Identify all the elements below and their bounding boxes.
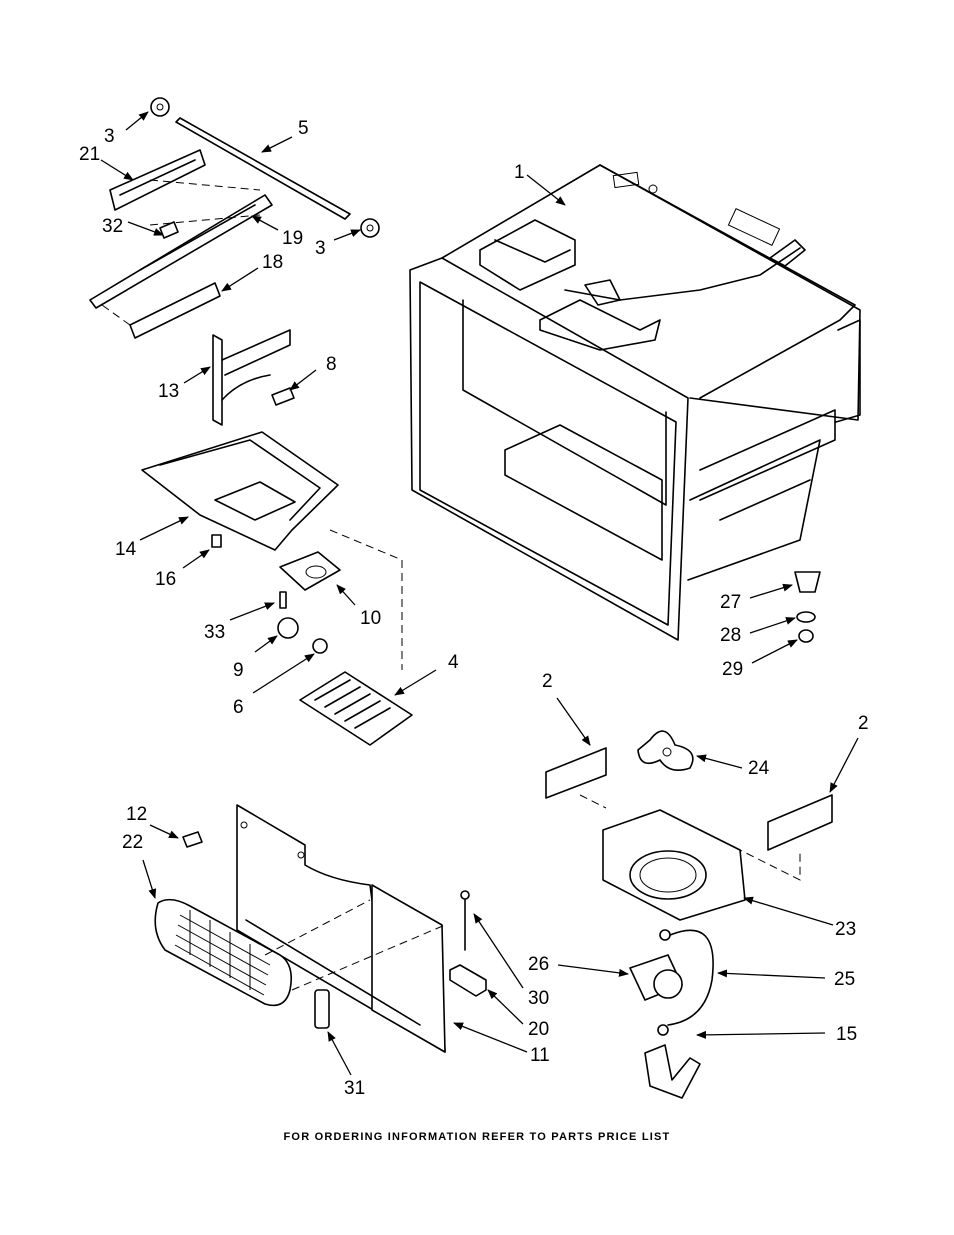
part-socket-6 — [313, 639, 327, 653]
part-rail-21 — [110, 150, 205, 210]
callout-22: 22 — [122, 832, 143, 853]
callout-3-right: 3 — [315, 238, 326, 259]
callout-18: 18 — [262, 252, 283, 273]
part-panel-11 — [237, 805, 445, 1052]
part-tray-14 — [142, 432, 338, 550]
callout-32: 32 — [102, 216, 123, 237]
part-screw-12 — [183, 832, 202, 847]
part-clip-16 — [212, 535, 221, 547]
part-freezer-liner — [410, 165, 860, 640]
callout-26: 26 — [528, 954, 549, 975]
callout-24: 24 — [748, 758, 770, 779]
callout-20: 20 — [528, 1019, 549, 1040]
callout-27: 27 — [720, 592, 741, 613]
callout-15: 15 — [836, 1024, 857, 1045]
part-screw-8 — [272, 388, 294, 405]
callout-33: 33 — [204, 622, 225, 643]
part-cup-27 — [795, 572, 820, 592]
part-bulb-9 — [278, 618, 298, 638]
callout-8: 8 — [326, 354, 337, 375]
part-sensor-30 — [461, 891, 469, 950]
part-pad-2-left — [546, 748, 606, 798]
callout-3-top: 3 — [104, 126, 115, 147]
callout-1: 1 — [514, 162, 525, 183]
callout-12: 12 — [126, 804, 147, 825]
callout-9: 9 — [233, 660, 244, 681]
part-bar-20 — [450, 965, 486, 996]
callout-31: 31 — [344, 1078, 365, 1099]
callout-14: 14 — [115, 539, 137, 560]
callout-10: 10 — [360, 608, 381, 629]
part-clip-31 — [315, 990, 329, 1028]
callout-23: 23 — [835, 919, 856, 940]
part-bracket-15 — [645, 1025, 700, 1098]
part-pad-2-right — [768, 795, 832, 850]
callout-16: 16 — [155, 569, 176, 590]
part-gear-3-top — [151, 98, 169, 116]
callout-13: 13 — [158, 381, 179, 402]
part-bracket-13 — [213, 330, 290, 425]
callout-11: 11 — [530, 1045, 550, 1066]
part-grille-22 — [155, 900, 291, 1006]
part-housing-10 — [280, 552, 340, 590]
callout-6: 6 — [233, 697, 244, 718]
footer-note: FOR ORDERING INFORMATION REFER TO PARTS … — [0, 1131, 954, 1143]
part-ring-28 — [797, 612, 815, 622]
callout-5: 5 — [298, 118, 309, 139]
callout-21: 21 — [79, 144, 100, 165]
part-screw-32 — [160, 222, 178, 238]
callout-25: 25 — [834, 969, 855, 990]
callout-28: 28 — [720, 625, 741, 646]
part-rail-18 — [130, 283, 220, 338]
callout-2-right: 2 — [858, 713, 869, 734]
callout-4: 4 — [448, 652, 459, 673]
callout-29: 29 — [722, 659, 743, 680]
callout-2-left: 2 — [542, 671, 553, 692]
part-gear-3-right — [361, 219, 379, 237]
part-motor-26 — [630, 930, 682, 1000]
part-grille-4 — [300, 672, 412, 745]
callout-19: 19 — [282, 228, 303, 249]
callout-30: 30 — [528, 988, 549, 1009]
part-washer-29 — [799, 630, 813, 642]
part-rail-19 — [90, 195, 272, 308]
part-fan-shroud-23 — [603, 810, 745, 920]
part-fan-blade-24 — [638, 731, 693, 770]
part-screw-33 — [280, 592, 286, 608]
